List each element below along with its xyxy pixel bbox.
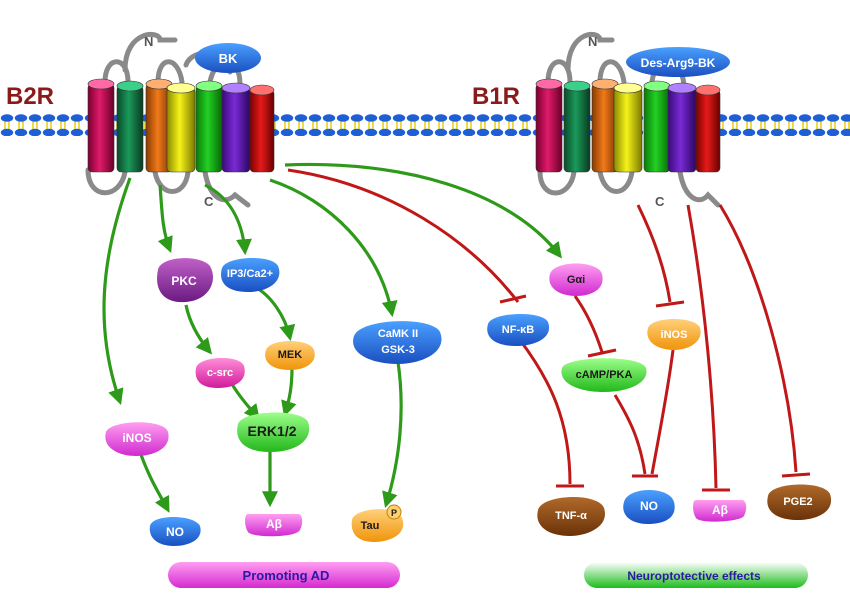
inhibit-b1r-to-pge2	[718, 204, 798, 473]
csrc-label: c-src	[207, 367, 233, 379]
node-gai: Gαi	[549, 263, 603, 296]
b1r-label: B1R	[472, 83, 520, 110]
tau-phospho-label: P	[391, 508, 397, 518]
tau-label: Tau	[361, 520, 380, 532]
inos-right-label: iNOS	[661, 329, 688, 341]
arrow-b2r-to-ip3	[204, 183, 252, 256]
node-pkc: PKC	[157, 258, 213, 303]
node-camp: cAMP/PKA	[561, 358, 647, 392]
node-inos-left: iNOS	[105, 422, 169, 456]
pkc-label: PKC	[171, 274, 197, 288]
no-left-label: NO	[166, 525, 184, 539]
node-tau: Tau P	[351, 504, 404, 542]
inhibit-b1r-to-abeta	[686, 204, 718, 489]
inhibit-gai-to-camp	[573, 295, 604, 353]
inhibit-nfkb-to-tnf	[518, 339, 572, 485]
bk-ligand	[195, 43, 261, 73]
arrow-inos-to-no	[138, 451, 170, 513]
inhibition-lines	[287, 168, 811, 492]
mek-label: MEK	[278, 349, 303, 361]
camp-label: cAMP/PKA	[576, 369, 633, 381]
node-pge2: PGE2	[767, 484, 832, 520]
node-camk: CaMK II GSK-3	[353, 321, 442, 364]
b2r-label: B2R	[6, 83, 54, 110]
promoting-ad-label: Promoting AD	[243, 568, 330, 583]
abeta-left-label: Aβ	[266, 517, 282, 531]
node-abeta-left: Aβ	[245, 514, 303, 537]
arrow-b2r-to-gai	[284, 162, 562, 259]
node-nfkb: NF-κB	[487, 313, 550, 346]
arrow-pkc-to-csrc	[184, 304, 213, 355]
b2r-n-terminus: N	[144, 34, 153, 49]
inhibit-camp-to-no	[613, 394, 647, 475]
arrow-camk-to-tau	[382, 361, 403, 509]
b1r-loops	[537, 32, 721, 208]
node-erk: ERK1/2	[237, 412, 310, 452]
neuroprotective-label: Neuroptotective effects	[627, 569, 761, 583]
no-right-label: NO	[640, 499, 658, 513]
abeta-right-label: Aβ	[712, 503, 728, 517]
erk-label: ERK1/2	[247, 423, 296, 439]
gsk-label: GSK-3	[381, 344, 415, 356]
arrow-ip3-to-mek	[254, 285, 296, 342]
node-csrc: c-src	[195, 357, 245, 388]
arrow-csrc-to-erk	[230, 383, 260, 421]
phospho-badge	[386, 504, 402, 520]
ip3-label: IP3/Ca2+	[227, 268, 273, 280]
arrow-b2r-to-inos	[102, 177, 132, 406]
b1r-receptor: B1R N C Des-Arg9-BK	[472, 32, 730, 209]
gai-label: Gαi	[567, 274, 585, 286]
b2r-receptor: B2R N C BK	[6, 32, 275, 209]
inhibit-b2r-to-nfkb	[287, 168, 520, 303]
banner-neuroprotective: Neuroptotective effects	[584, 562, 808, 588]
inhibit-inos-to-no	[650, 349, 675, 475]
node-abeta-right: Aβ	[693, 500, 747, 522]
tnf-label: TNF-α	[555, 510, 587, 522]
nfkb-label: NF-κB	[502, 324, 534, 336]
arrow-mek-to-erk	[281, 367, 297, 418]
banner-promoting-ad: Promoting AD	[168, 562, 400, 588]
node-no-left: NO	[149, 517, 201, 546]
bk-ligand-label: BK	[219, 51, 238, 66]
b1r-c-terminus: C	[655, 194, 665, 209]
node-no-right: NO	[623, 490, 675, 524]
arrow-b2r-to-pkc	[157, 184, 173, 253]
inhibit-b1r-to-inos	[636, 204, 672, 303]
arrow-b2r-to-camk	[269, 178, 398, 318]
des-arg9-bk-label: Des-Arg9-BK	[641, 56, 716, 70]
pge2-label: PGE2	[783, 496, 812, 508]
node-ip3: IP3/Ca2+	[221, 257, 280, 292]
inos-left-label: iNOS	[122, 431, 151, 445]
b1r-n-terminus: N	[588, 34, 597, 49]
node-mek: MEK	[265, 341, 315, 370]
b2r-c-terminus: C	[204, 194, 214, 209]
node-inos-right: iNOS	[647, 319, 701, 350]
camk-label: CaMK II	[378, 328, 418, 340]
des-arg9-bk-ligand	[626, 47, 730, 77]
node-tnf: TNF-α	[537, 496, 606, 536]
